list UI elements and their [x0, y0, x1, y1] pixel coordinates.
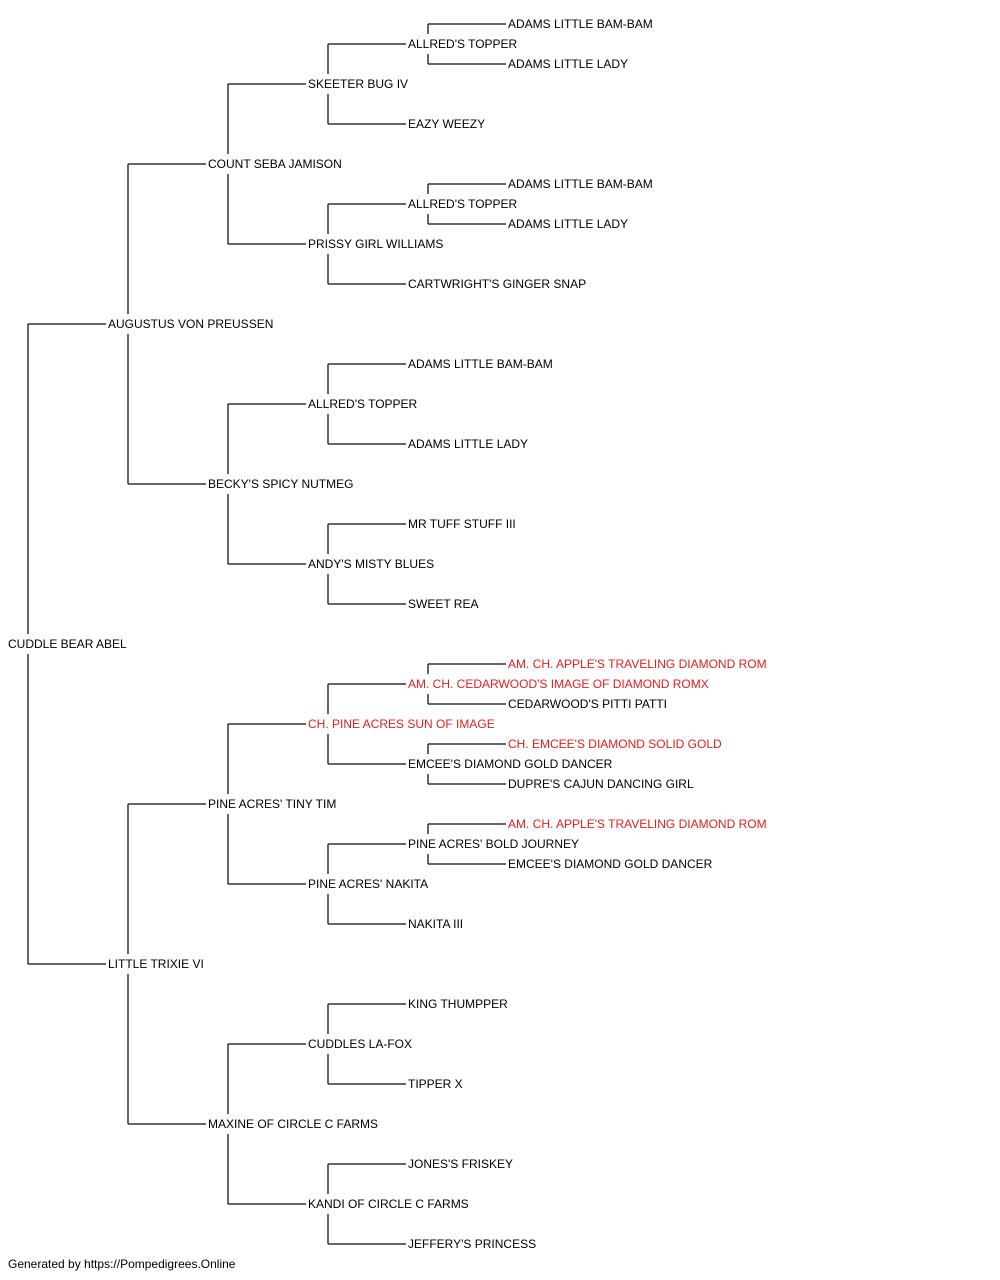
dog-name-allred-s-topper[interactable]: ALLRED'S TOPPER [408, 197, 518, 211]
dog-name-maxine-of-circle-c-farms[interactable]: MAXINE OF CIRCLE C FARMS [208, 1117, 378, 1131]
dog-name-cedarwood-s-pitti-patti[interactable]: CEDARWOOD'S PITTI PATTI [508, 697, 667, 711]
dog-name-becky-s-spicy-nutmeg[interactable]: BECKY'S SPICY NUTMEG [208, 477, 353, 491]
dog-name-adams-little-lady[interactable]: ADAMS LITTLE LADY [408, 437, 528, 451]
dog-name-am-ch-apple-s-traveling-diamond-rom[interactable]: AM. CH. APPLE'S TRAVELING DIAMOND ROM [508, 657, 767, 671]
dog-name-skeeter-bug-iv[interactable]: SKEETER BUG IV [308, 77, 408, 91]
dog-name-kandi-of-circle-c-farms[interactable]: KANDI OF CIRCLE C FARMS [308, 1197, 469, 1211]
dog-name-little-trixie-vi[interactable]: LITTLE TRIXIE VI [108, 957, 204, 971]
dog-name-ch-pine-acres-sun-of-image[interactable]: CH. PINE ACRES SUN OF IMAGE [308, 717, 495, 731]
dog-name-pine-acres-nakita[interactable]: PINE ACRES' NAKITA [308, 877, 428, 891]
dog-name-andy-s-misty-blues[interactable]: ANDY'S MISTY BLUES [308, 557, 434, 571]
dog-name-dupre-s-cajun-dancing-girl[interactable]: DUPRE'S CAJUN DANCING GIRL [508, 777, 694, 791]
dog-name-nakita-iii[interactable]: NAKITA III [408, 917, 463, 931]
dog-name-adams-little-bam-bam[interactable]: ADAMS LITTLE BAM-BAM [408, 357, 553, 371]
dog-name-adams-little-bam-bam[interactable]: ADAMS LITTLE BAM-BAM [508, 177, 653, 191]
dog-name-king-thumpper[interactable]: KING THUMPPER [408, 997, 508, 1011]
dog-name-cuddles-la-fox[interactable]: CUDDLES LA-FOX [308, 1037, 412, 1051]
dog-name-eazy-weezy[interactable]: EAZY WEEZY [408, 117, 485, 131]
dog-name-augustus-von-preussen[interactable]: AUGUSTUS VON PREUSSEN [108, 317, 273, 331]
dog-name-emcee-s-diamond-gold-dancer[interactable]: EMCEE'S DIAMOND GOLD DANCER [408, 757, 613, 771]
dog-name-cartwright-s-ginger-snap[interactable]: CARTWRIGHT'S GINGER SNAP [408, 277, 586, 291]
footer-credit: Generated by https://Pompedigrees.Online [8, 1257, 236, 1271]
dog-name-emcee-s-diamond-gold-dancer[interactable]: EMCEE'S DIAMOND GOLD DANCER [508, 857, 713, 871]
dog-name-sweet-rea[interactable]: SWEET REA [408, 597, 478, 611]
dog-name-am-ch-apple-s-traveling-diamond-rom[interactable]: AM. CH. APPLE'S TRAVELING DIAMOND ROM [508, 817, 767, 831]
dog-name-adams-little-lady[interactable]: ADAMS LITTLE LADY [508, 57, 628, 71]
dog-name-prissy-girl-williams[interactable]: PRISSY GIRL WILLIAMS [308, 237, 443, 251]
dog-name-ch-emcee-s-diamond-solid-gold[interactable]: CH. EMCEE'S DIAMOND SOLID GOLD [508, 737, 722, 751]
dog-name-jones-s-friskey[interactable]: JONES'S FRISKEY [408, 1157, 513, 1171]
dog-name-adams-little-bam-bam[interactable]: ADAMS LITTLE BAM-BAM [508, 17, 653, 31]
dog-name-pine-acres-tiny-tim[interactable]: PINE ACRES' TINY TIM [208, 797, 336, 811]
dog-name-cuddle-bear-abel[interactable]: CUDDLE BEAR ABEL [8, 637, 127, 651]
dog-name-tipper-x[interactable]: TIPPER X [408, 1077, 463, 1091]
dog-name-allred-s-topper[interactable]: ALLRED'S TOPPER [408, 37, 518, 51]
dog-name-am-ch-cedarwood-s-image-of-diamond-romx[interactable]: AM. CH. CEDARWOOD'S IMAGE OF DIAMOND ROM… [408, 677, 709, 691]
dog-name-jeffery-s-princess[interactable]: JEFFERY'S PRINCESS [408, 1237, 536, 1251]
dog-name-adams-little-lady[interactable]: ADAMS LITTLE LADY [508, 217, 628, 231]
dog-name-mr-tuff-stuff-iii[interactable]: MR TUFF STUFF III [408, 517, 516, 531]
dog-name-pine-acres-bold-journey[interactable]: PINE ACRES' BOLD JOURNEY [408, 837, 579, 851]
dog-name-count-seba-jamison[interactable]: COUNT SEBA JAMISON [208, 157, 342, 171]
dog-name-allred-s-topper[interactable]: ALLRED'S TOPPER [308, 397, 418, 411]
